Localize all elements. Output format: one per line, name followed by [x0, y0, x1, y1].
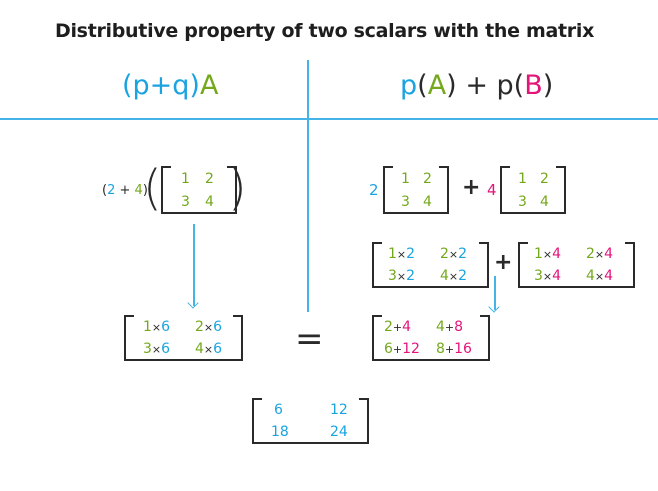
right-paren: ) [228, 160, 247, 216]
left-heading: (p+q)A [122, 70, 218, 101]
matrix-cell: 4 [423, 194, 432, 210]
plus-sign: + [462, 175, 481, 200]
matrix-cell: 3×4 [534, 268, 562, 284]
matrix-cell: 4 [205, 194, 214, 210]
left-paren: ( [143, 160, 162, 216]
matrix-a: 1 2 3 4 [161, 166, 237, 214]
scalar-q: 4 [134, 183, 143, 198]
matrix-cell: 2 [205, 171, 214, 187]
matrix-cell: 2 [540, 171, 549, 187]
down-arrow-icon [193, 224, 195, 306]
matrix-cell: 3×6 [143, 341, 171, 357]
matrix-b-label: B [524, 70, 543, 101]
plus-sign: + [494, 250, 513, 275]
scalar-q-value: 4 [487, 181, 497, 199]
scalar-p-value: 2 [369, 181, 379, 199]
horizontal-divider [0, 118, 658, 120]
final-matrix: 6 12 18 24 [252, 398, 369, 444]
sum-matrix: 2+4 4+8 6+12 8+16 [372, 315, 490, 361]
matrix-cell: 1×4 [534, 246, 562, 262]
matrix-a-label: A [199, 70, 219, 101]
paren: ) [542, 70, 554, 101]
matrix-a-label: A [427, 70, 447, 101]
matrix-cell: 3 [401, 194, 410, 210]
plus-sign: + [119, 183, 131, 198]
matrix-cell: 1 [401, 171, 410, 187]
scalar-p: 2 [107, 183, 116, 198]
paren: ( [102, 183, 108, 198]
paren: ) [446, 70, 457, 101]
scalar-sum-expression: (2 + 4) [102, 183, 148, 198]
expanded-matrix-2: 1×4 2×4 3×4 4×4 [518, 242, 635, 288]
matrix-cell: 6 [274, 402, 283, 418]
matrix-term2: 1 2 3 4 [500, 166, 566, 214]
matrix-cell: 3×2 [388, 268, 416, 284]
matrix-cell: 2×6 [195, 319, 223, 335]
matrix-cell: 2+4 [384, 319, 412, 335]
matrix-cell: 6+12 [384, 341, 420, 357]
matrix-cell: 24 [330, 424, 348, 440]
matrix-cell: 1×6 [143, 319, 171, 335]
p-label: p [496, 70, 514, 101]
matrix-cell: 1 [181, 171, 190, 187]
matrix-term1: 1 2 3 4 [383, 166, 449, 214]
matrix-cell: 2×4 [586, 246, 614, 262]
matrix-cell: 1 [518, 171, 527, 187]
matrix-cell: 2×2 [440, 246, 468, 262]
paren: ( [513, 70, 525, 101]
matrix-cell: 4×4 [586, 268, 614, 284]
plus-sign: + [465, 70, 488, 101]
expanded-matrix-1: 1×2 2×2 3×2 4×2 [372, 242, 489, 288]
matrix-cell: 18 [271, 424, 289, 440]
vertical-divider [307, 60, 309, 312]
down-arrow-icon [494, 276, 496, 310]
matrix-cell: 4×2 [440, 268, 468, 284]
matrix-cell: 12 [330, 402, 348, 418]
matrix-cell: 4+8 [436, 319, 464, 335]
matrix-cell: 4×6 [195, 341, 223, 357]
right-heading: p(A) + p(B) [400, 70, 553, 101]
matrix-cell: 2 [423, 171, 432, 187]
paren: ) [142, 183, 148, 198]
paren: ( [417, 70, 428, 101]
equals-sign: = [295, 319, 324, 359]
matrix-cell: 8+16 [436, 341, 472, 357]
diagram-title: Distributive property of two scalars wit… [55, 20, 595, 42]
matrix-cell: 3 [181, 194, 190, 210]
scalar-sum-label: (p+q) [122, 70, 200, 101]
left-result-matrix: 1×6 2×6 3×6 4×6 [124, 315, 243, 361]
matrix-cell: 1×2 [388, 246, 416, 262]
p-label: p [400, 70, 418, 101]
matrix-cell: 3 [518, 194, 527, 210]
matrix-cell: 4 [540, 194, 549, 210]
